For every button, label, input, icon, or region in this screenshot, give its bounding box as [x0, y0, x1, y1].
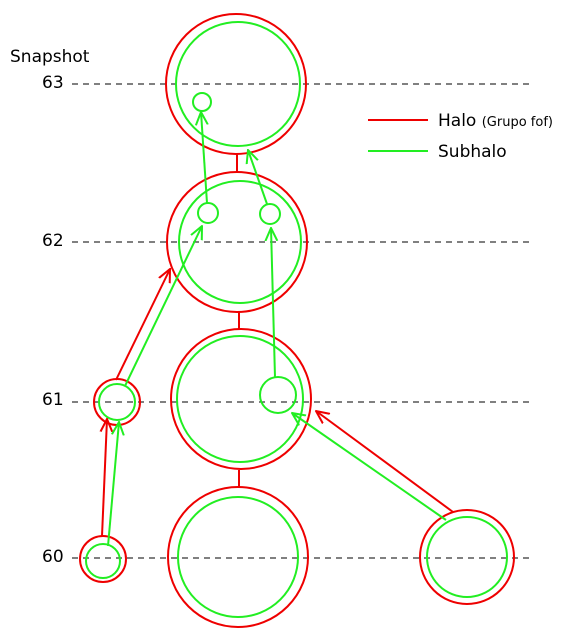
- subhalo-61-main: [176, 335, 304, 463]
- subhalo-arrow-60-61-small: [107, 422, 119, 547]
- snapshot-label-61: 61: [42, 390, 64, 410]
- subhalo-arrow-62-63-left: [201, 112, 207, 204]
- subhalo-61-inner: [259, 376, 297, 414]
- subhalo-61-small: [98, 383, 136, 421]
- subhalo-62-right: [259, 203, 281, 225]
- subhalo-63-small: [192, 92, 212, 112]
- halo-arrow-60-61-small: [102, 419, 107, 537]
- halo-60-right: [419, 509, 515, 605]
- halo-62-main: [166, 171, 308, 313]
- snapshot-label-60: 60: [42, 547, 64, 567]
- subhalo-60-right: [426, 516, 508, 598]
- snapshot-label-63: 63: [42, 73, 64, 93]
- halo-arrow-60-61-right: [316, 411, 454, 513]
- subhalo-arrow-61-62-right: [271, 228, 275, 378]
- subhalo-60-main: [177, 496, 299, 618]
- subhalo-arrow-60-61-inner: [292, 413, 447, 521]
- halo-63-main: [165, 13, 307, 155]
- snapshot-axis-title: Snapshot: [10, 47, 90, 67]
- subhalo-60-small: [85, 543, 121, 579]
- subhalo-arrow-61-62-left: [124, 226, 202, 387]
- halo-60-main: [167, 486, 309, 628]
- snapshot-label-62: 62: [42, 231, 64, 251]
- halo-arrow-61-62: [115, 269, 170, 381]
- legend-halo-label: Halo (Grupo fof): [438, 111, 553, 131]
- legend-subhalo-label: Subhalo: [438, 142, 507, 162]
- subhalo-62-left: [197, 202, 219, 224]
- subhalo-62-main: [178, 180, 302, 304]
- halo-61-main: [170, 328, 312, 470]
- subhalo-63-main: [175, 21, 301, 147]
- legend: Halo (Grupo fof) Subhalo: [368, 111, 553, 162]
- subhalo-arrow-62-63-right: [248, 150, 268, 205]
